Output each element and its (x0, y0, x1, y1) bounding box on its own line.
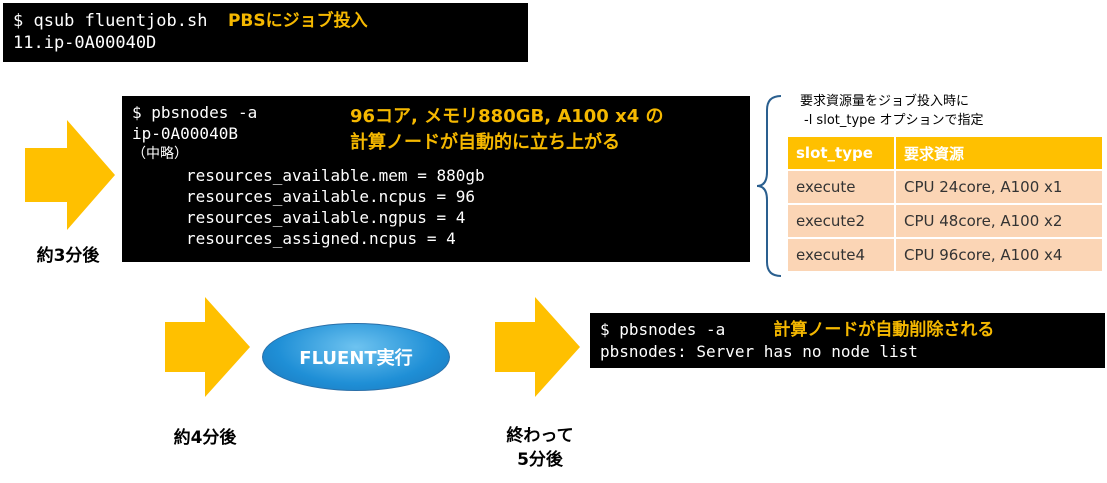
terminal-pbsnodes-up: $ pbsnodes -a ip-0A00040B （中略） resources… (122, 96, 750, 262)
table-cell-resource: CPU 24core, A100 x1 (895, 170, 1102, 205)
after-finish-label: 終わって 5分後 (490, 424, 590, 472)
resource-line: resources_assigned.ncpus = 4 (186, 229, 456, 248)
terminal-qsub: $ qsub fluentjob.sh PBSにジョブ投入 11.ip-0A00… (3, 3, 528, 62)
after-finish-line2: 5分後 (517, 450, 563, 470)
right-arrow-icon (25, 120, 115, 230)
right-arrow-icon (165, 297, 250, 397)
right-arrow-icon (495, 297, 580, 397)
omitted-text: （中略） (132, 146, 188, 162)
node-up-note-line1: 96コア, メモリ880GB, A100 x4 の (350, 106, 664, 127)
table-header-resources: 要求資源 (895, 137, 1102, 171)
table-cell-slot: execute2 (788, 204, 896, 239)
table-cell-resource: CPU 96core, A100 x4 (895, 238, 1102, 273)
node-down-note: 計算ノードが自動削除される (773, 320, 995, 340)
node-up-note-line2: 計算ノードが自動的に立ち上がる (350, 132, 620, 153)
qsub-command: $ qsub fluentjob.sh (13, 11, 208, 31)
pbsnodes-command: $ pbsnodes -a (132, 103, 258, 122)
after-4-min-label: 約4分後 (173, 428, 237, 448)
table-row: execute4 CPU 96core, A100 x4 (788, 238, 1102, 273)
slot-type-note: 要求資源量をジョブ投入時に -l slot_type オプションで指定 (800, 92, 984, 130)
resource-line: resources_available.ngpus = 4 (186, 208, 466, 227)
slot-type-note-line2: -l slot_type オプションで指定 (804, 113, 984, 128)
resource-line: resources_available.mem = 880gb (186, 166, 485, 185)
terminal-pbsnodes-down: $ pbsnodes -a 計算ノードが自動削除される pbsnodes: Se… (590, 313, 1105, 368)
slot-type-table: slot_type 要求資源 execute CPU 24core, A100 … (788, 137, 1102, 273)
fluent-run-ellipse: FLUENT実行 (262, 323, 450, 391)
pbsnodes-output: pbsnodes: Server has no node list (600, 342, 918, 361)
table-cell-resource: CPU 48core, A100 x2 (895, 204, 1102, 239)
curly-brace-icon (756, 95, 782, 277)
after-3-min-label: 約3分後 (36, 246, 100, 266)
after-finish-line1: 終わって (506, 426, 574, 446)
table-cell-slot: execute4 (788, 238, 896, 273)
node-host: ip-0A00040B (132, 124, 238, 143)
slot-type-note-line1: 要求資源量をジョブ投入時に (800, 94, 970, 109)
resource-line: resources_available.ncpus = 96 (186, 187, 475, 206)
node-up-note: 96コア, メモリ880GB, A100 x4 の 計算ノードが自動的に立ち上が… (350, 104, 664, 156)
pbsnodes-command-2: $ pbsnodes -a (600, 320, 726, 339)
table-header-row: slot_type 要求資源 (788, 137, 1102, 171)
table-row: execute2 CPU 48core, A100 x2 (788, 204, 1102, 239)
qsub-note: PBSにジョブ投入 (227, 11, 368, 31)
table-header-slot-type: slot_type (788, 137, 896, 171)
table-row: execute CPU 24core, A100 x1 (788, 170, 1102, 205)
qsub-output: 11.ip-0A00040D (13, 33, 157, 53)
table-cell-slot: execute (788, 170, 896, 205)
